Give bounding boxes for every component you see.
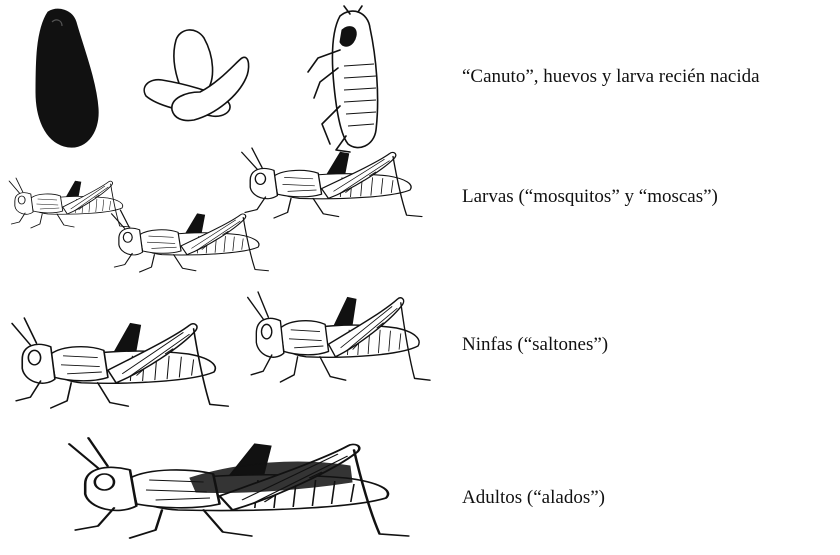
egg-pod-illustration xyxy=(36,9,98,147)
stage-label-nymphs: Ninfas (“saltones”) xyxy=(462,334,608,356)
nymph-illustration-left xyxy=(12,318,228,408)
nymph-illustration-right xyxy=(248,292,430,382)
newborn-larva-illustration xyxy=(308,6,378,152)
stage-label-adults: Adultos (“alados”) xyxy=(462,487,605,509)
larva-illustration-center xyxy=(111,210,268,272)
eggs-illustration xyxy=(144,30,248,121)
stage-label-larvae: Larvas (“mosquitos” y “moscas”) xyxy=(462,186,718,208)
larva-illustration-left xyxy=(9,178,130,228)
stage-label-egg-pod: “Canuto”, huevos y larva recién nacida xyxy=(462,66,760,88)
adult-illustration xyxy=(69,438,408,538)
larva-illustration-right xyxy=(242,148,422,218)
